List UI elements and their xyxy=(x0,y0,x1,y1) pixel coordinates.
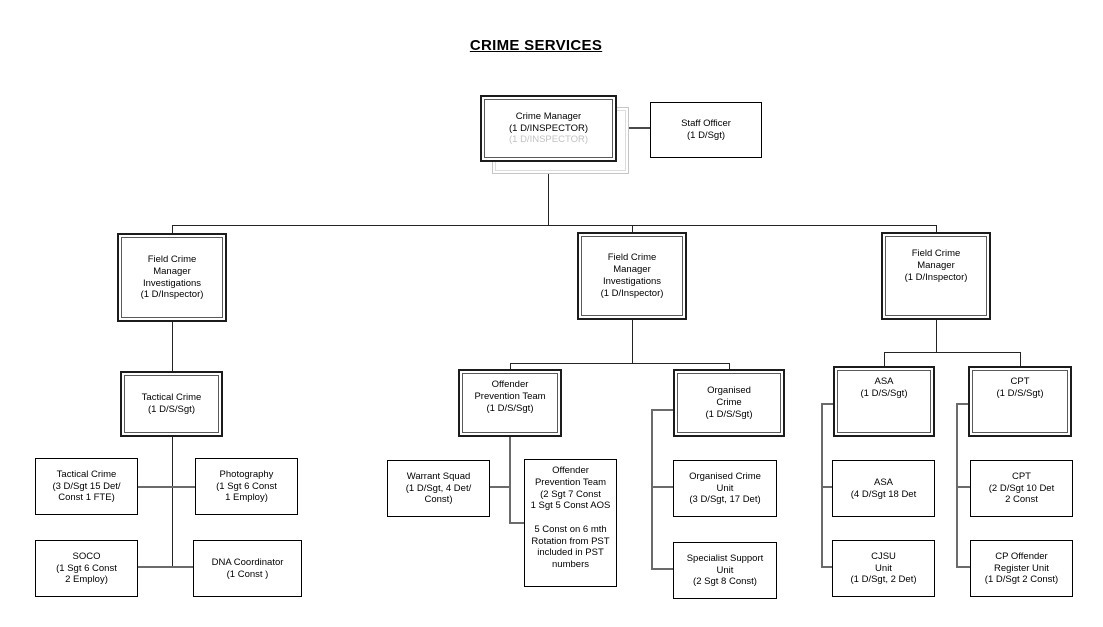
connector-opt-spine xyxy=(509,437,511,524)
connector-fcmright-drop xyxy=(936,320,937,352)
connector-mid-horizontal xyxy=(510,363,729,364)
node-cpt: CPT(1 D/S/Sgt) xyxy=(968,366,1072,437)
node-dna-coordinator: DNA Coordinator(1 Const ) xyxy=(193,540,302,597)
connector-cm-staff xyxy=(617,127,650,129)
connector-stub-asa xyxy=(884,352,885,366)
node-label: Crime Manager(1 D/INSPECTOR) xyxy=(508,110,588,134)
connector-stub-fcm-left xyxy=(172,225,173,233)
connector-oc-bracket xyxy=(651,409,653,570)
node-label: ASA(1 D/S/Sgt) xyxy=(860,376,908,399)
connector-warrant-squad xyxy=(490,486,510,488)
connector-right-horizontal xyxy=(884,352,1020,353)
connector-fcmmid-drop xyxy=(632,320,633,363)
connector-asa-bracket-top xyxy=(821,403,833,405)
connector-cpt-bracket-top xyxy=(956,403,968,405)
connector-fcmleft-tactical xyxy=(172,322,173,371)
connector-stub-opt xyxy=(510,363,511,369)
connector-cjsu xyxy=(821,566,832,568)
connector-trunk-horizontal xyxy=(172,225,936,226)
node-label: DNA Coordinator(1 Const ) xyxy=(211,556,284,580)
connector-cp-offender xyxy=(956,566,970,568)
node-label: CPT(1 D/S/Sgt) xyxy=(996,376,1044,399)
node-ghost-label: (1 D/INSPECTOR) xyxy=(508,134,588,146)
connector-oc-bracket-top xyxy=(651,409,673,411)
node-asa: ASA(1 D/S/Sgt) xyxy=(833,366,935,437)
connector-cpt-bracket xyxy=(956,403,958,568)
connector-left-row2 xyxy=(138,566,195,568)
page-title: CRIME SERVICES xyxy=(469,37,603,54)
connector-left-spine xyxy=(172,437,173,568)
node-tactical-crime-detail: Tactical Crime(3 D/Sgt 15 Det/Const 1 FT… xyxy=(35,458,138,515)
connector-asa-detail xyxy=(821,486,832,488)
connector-cpt-detail xyxy=(956,486,970,488)
node-asa-detail: ASA(4 D/Sgt 18 Det xyxy=(832,460,935,517)
node-label: Staff Officer(1 D/Sgt) xyxy=(681,118,731,141)
node-label: Warrant Squad(1 D/Sgt, 4 Det/Const) xyxy=(405,470,472,506)
node-staff-officer: Staff Officer(1 D/Sgt) xyxy=(650,102,762,158)
connector-stub-organised xyxy=(729,363,730,369)
node-label: Tactical Crime(3 D/Sgt 15 Det/Const 1 FT… xyxy=(52,468,121,504)
connector-oc-unit xyxy=(651,486,673,488)
connector-stub-cpt xyxy=(1020,352,1021,366)
node-label: Tactical Crime(1 D/S/Sgt) xyxy=(141,392,202,415)
node-warrant-squad: Warrant Squad(1 D/Sgt, 4 Det/Const) xyxy=(387,460,490,517)
connector-asa-bracket xyxy=(821,403,823,568)
node-label: ASA(4 D/Sgt 18 Det xyxy=(850,476,917,500)
connector-opt-detail xyxy=(509,522,525,524)
connector-left-row1 xyxy=(138,486,195,488)
connector-trunk-drop xyxy=(548,162,549,225)
connector-ssu xyxy=(651,568,673,570)
connector-stub-fcm-right xyxy=(936,225,937,232)
node-crime-manager: Crime Manager(1 D/INSPECTOR) (1 D/INSPEC… xyxy=(480,95,617,162)
node-tactical-crime: Tactical Crime(1 D/S/Sgt) xyxy=(120,371,223,437)
connector-stub-fcm-mid xyxy=(632,225,633,232)
